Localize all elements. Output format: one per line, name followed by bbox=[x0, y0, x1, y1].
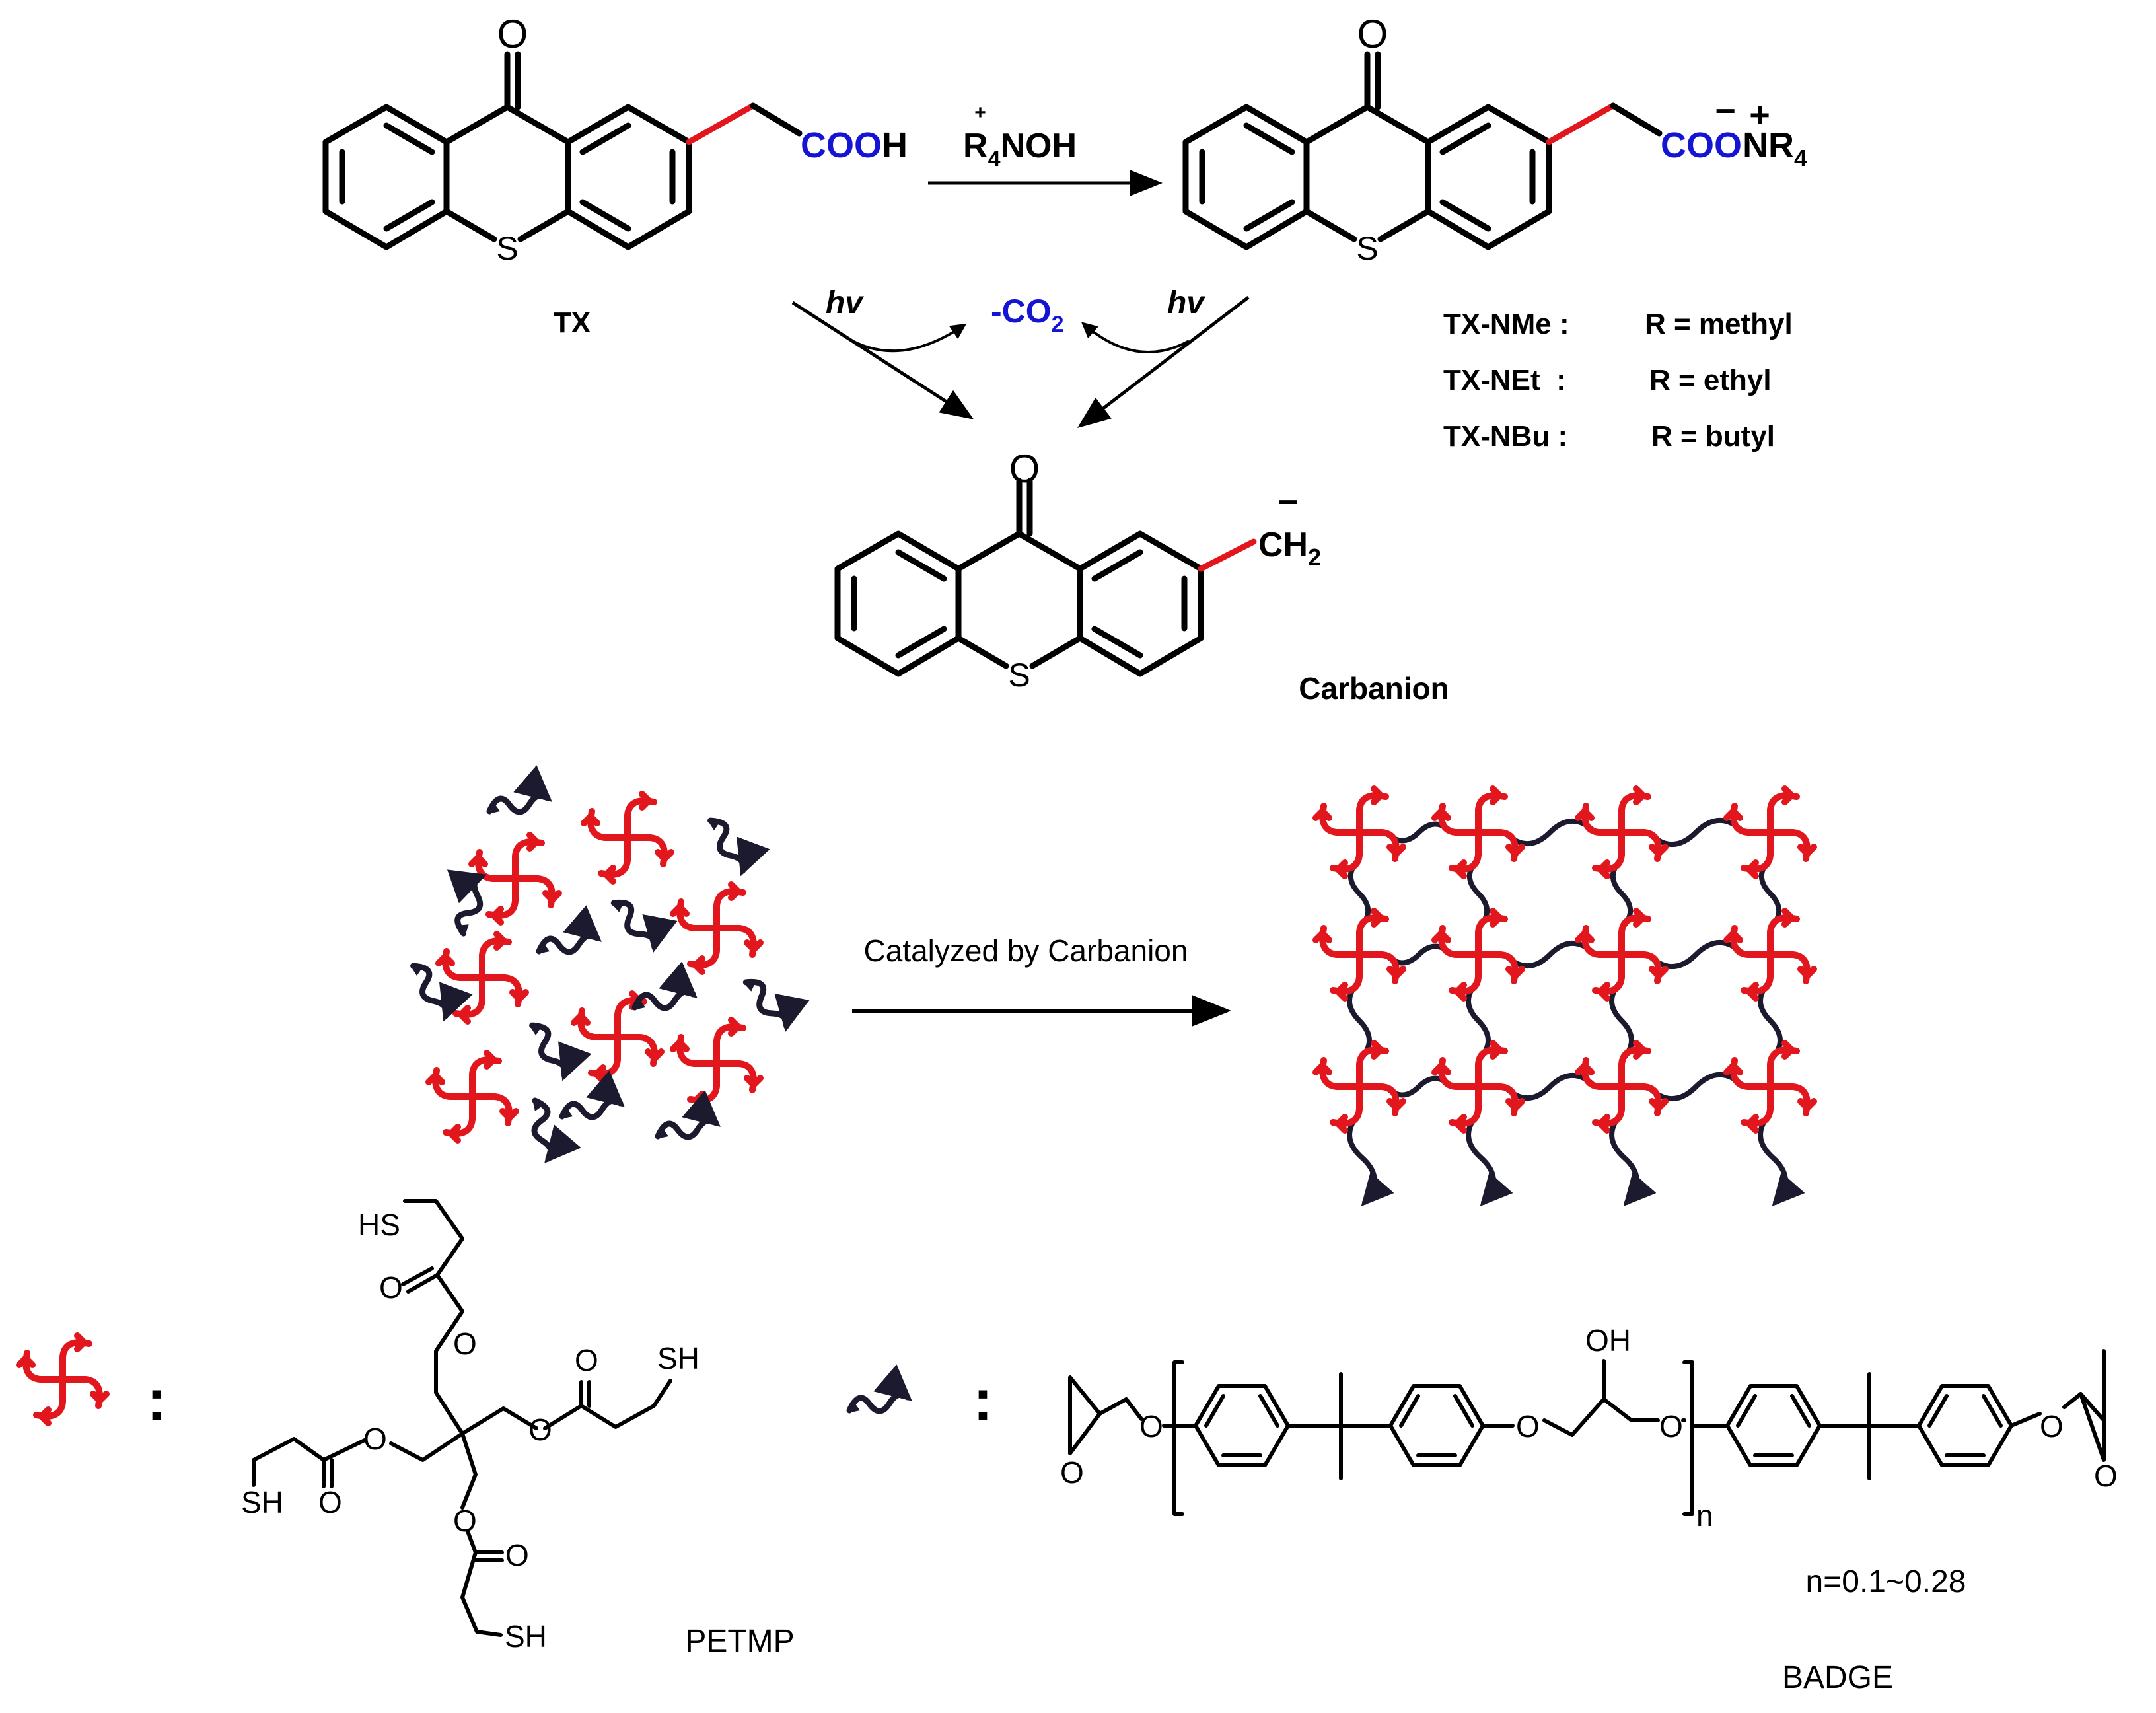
badge-o: O bbox=[1659, 1409, 1683, 1443]
reagent-plus-charge: + bbox=[974, 102, 986, 124]
process-arrow-label: Catalyzed by Carbanion bbox=[864, 933, 1188, 968]
hv-left-label: hv bbox=[826, 285, 864, 320]
variant-value: R = methyl bbox=[1645, 308, 1793, 340]
petmp-o: O bbox=[528, 1412, 552, 1447]
network-node bbox=[1727, 1043, 1814, 1130]
carbanion-ketone-oxygen: O bbox=[1009, 447, 1040, 491]
network-node bbox=[1435, 789, 1522, 876]
petmp-legend: : bbox=[19, 1336, 166, 1434]
reagent-label: R4NOH bbox=[963, 127, 1077, 172]
reagent-arrow: R4NOH + bbox=[928, 102, 1163, 196]
badge-n-subscript: n bbox=[1696, 1498, 1713, 1533]
network-chain-end bbox=[1347, 1111, 1394, 1206]
petmp-sh-right: SH bbox=[657, 1341, 700, 1375]
badge-legend: : bbox=[848, 1367, 993, 1434]
petmp-structure bbox=[252, 1199, 672, 1637]
network-chain bbox=[1645, 939, 1746, 970]
petmp-o: O bbox=[453, 1327, 477, 1361]
petmp-o: O bbox=[453, 1504, 477, 1538]
badge-o: O bbox=[1516, 1409, 1540, 1443]
badge-structure bbox=[1068, 1349, 2106, 1516]
network-chain-end bbox=[1609, 1111, 1657, 1206]
petmp-sh-left: SH bbox=[241, 1485, 283, 1519]
network-chain bbox=[1502, 818, 1598, 847]
network-node bbox=[1727, 911, 1814, 998]
variant-value: R = ethyl bbox=[1649, 364, 1772, 396]
tx-ketone-oxygen: O bbox=[497, 12, 528, 56]
network-chain-end bbox=[1758, 1111, 1805, 1206]
salt-ammonium: NR4 bbox=[1743, 126, 1807, 172]
badge-atom-labels: O O O OH O n O O bbox=[1060, 1323, 2118, 1533]
tx-carboxyl: COOH bbox=[801, 126, 908, 165]
decarboxylation-label: -CO2 bbox=[991, 293, 1064, 337]
badge-o: O bbox=[1139, 1409, 1163, 1443]
photolysis-arrows: hv hv -CO2 bbox=[791, 285, 1250, 429]
variant-value: R = butyl bbox=[1651, 420, 1775, 453]
badge-o: O bbox=[2094, 1459, 2118, 1493]
hv-right-label: hv bbox=[1167, 285, 1205, 320]
petmp-o: O bbox=[379, 1270, 403, 1305]
badge-label: BADGE bbox=[1782, 1660, 1893, 1695]
carbanion-molecule: O S − CH2 Carbanion bbox=[838, 447, 1449, 706]
legend-colon-petmp: : bbox=[147, 1367, 166, 1434]
badge-o: O bbox=[1060, 1455, 1084, 1490]
monomer-mixture-cluster bbox=[410, 794, 789, 1159]
tx-salt-molecule: O S COO − + NR4 bbox=[1186, 12, 1807, 267]
network-node bbox=[1727, 789, 1814, 876]
process-arrow: Catalyzed by Carbanion bbox=[852, 933, 1231, 1027]
network-node bbox=[1578, 1043, 1665, 1130]
carbanion-minus-charge: − bbox=[1277, 482, 1299, 522]
tx-molecule: O S COOH TX bbox=[326, 12, 908, 339]
petmp-sh-bottom: SH bbox=[505, 1619, 547, 1654]
salt-sulfur: S bbox=[1356, 230, 1378, 267]
variant-name: TX-NBu : bbox=[1443, 420, 1567, 453]
network-chain bbox=[1645, 817, 1746, 848]
salt-ketone-oxygen: O bbox=[1357, 12, 1388, 56]
network-node bbox=[1316, 789, 1403, 876]
salt-minus-charge: − bbox=[1715, 91, 1736, 131]
legend-colon-badge: : bbox=[973, 1367, 993, 1434]
tx-label: TX bbox=[554, 307, 591, 339]
network-node bbox=[1316, 911, 1403, 998]
network-node bbox=[1578, 789, 1665, 876]
cation-variants-table: TX-NMe : R = methyl TX-NEt : R = ethyl T… bbox=[1443, 308, 1793, 453]
petmp-o: O bbox=[575, 1343, 598, 1377]
carbanion-methylene: CH2 bbox=[1258, 526, 1321, 571]
network-chain bbox=[1502, 940, 1598, 969]
salt-carboxylate: COO bbox=[1661, 126, 1742, 165]
petmp-atom-labels: HS O O SH O O O O SH O O SH bbox=[241, 1208, 700, 1654]
network-node bbox=[1316, 1043, 1403, 1130]
petmp-label: PETMP bbox=[685, 1624, 794, 1659]
tx-sulfur: S bbox=[496, 230, 518, 267]
variant-name: TX-NMe : bbox=[1443, 308, 1569, 340]
network-chain bbox=[1645, 1072, 1746, 1102]
petmp-hs-top: HS bbox=[358, 1208, 400, 1242]
salt-plus-charge: + bbox=[1749, 95, 1770, 135]
network-chain-end bbox=[1466, 1111, 1513, 1206]
network-node bbox=[1435, 1043, 1522, 1130]
network-chain bbox=[1502, 1072, 1598, 1101]
carbanion-label: Carbanion bbox=[1299, 671, 1449, 706]
badge-oh: OH bbox=[1585, 1323, 1631, 1358]
variant-name: TX-NEt : bbox=[1443, 364, 1566, 396]
network-node bbox=[1578, 911, 1665, 998]
carbanion-sulfur: S bbox=[1008, 657, 1030, 694]
petmp-o: O bbox=[363, 1422, 387, 1456]
petmp-o: O bbox=[318, 1485, 342, 1519]
crosslinked-network bbox=[1316, 789, 1814, 1206]
badge-o: O bbox=[2040, 1409, 2064, 1443]
petmp-o: O bbox=[505, 1538, 529, 1572]
network-node bbox=[1435, 911, 1522, 998]
badge-n-range: n=0.1~0.28 bbox=[1806, 1564, 1966, 1599]
